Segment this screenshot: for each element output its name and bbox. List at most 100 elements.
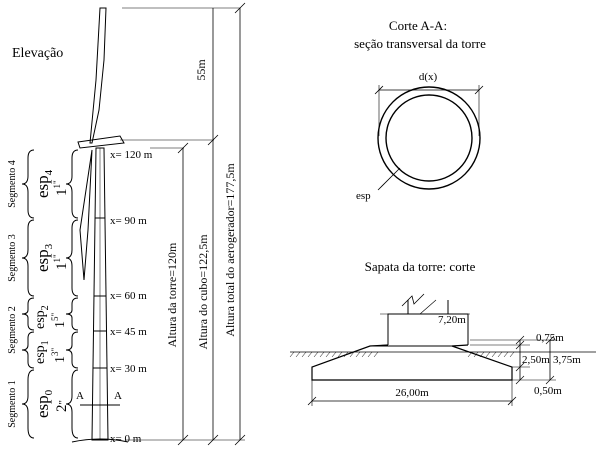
brace-seg2-left	[21, 297, 35, 331]
esp4-label: esp	[33, 175, 52, 198]
thickness4-whole: 1	[54, 189, 70, 197]
thickness2-group: 15"	[50, 313, 68, 329]
dim-vertical-ticks	[515, 335, 555, 385]
foundation-title: Sapata da torre: corte	[365, 259, 476, 274]
brace-seg4-left	[21, 149, 35, 219]
esp2-group: esp2	[33, 305, 51, 329]
turbine-blade-down	[79, 149, 93, 281]
diameter-label: d(x)	[419, 71, 438, 83]
brace-seg0-right	[65, 369, 79, 439]
esp1-label: esp	[33, 345, 48, 364]
thickness1-num: 3	[50, 351, 60, 356]
height-blade-label: 55m	[194, 59, 208, 81]
thickness3-group: 11"	[52, 254, 70, 270]
esp2-sub: 2	[40, 305, 51, 310]
segment-4-label: Segmento 4	[7, 160, 18, 208]
diameter-ticks	[374, 85, 484, 95]
footing-outline	[311, 344, 513, 381]
pos-45: x= 45 m	[110, 326, 147, 338]
base-width-ticks	[307, 396, 517, 406]
esp1-sub: 1	[40, 340, 51, 345]
bottom-height-label: 0,50m	[534, 385, 562, 397]
ground-hatch-left	[289, 351, 379, 358]
dim-ticks	[177, 2, 246, 446]
brace-seg1-left	[21, 331, 35, 369]
svg-text:15": 15"	[50, 313, 68, 329]
esp3-group: esp3	[33, 243, 55, 272]
thickness0-whole: 2	[54, 405, 70, 413]
tower-outline	[91, 147, 109, 441]
brace-seg1-right	[65, 331, 79, 369]
segment-3-label: Segmento 3	[7, 234, 18, 282]
segment-2-label: Segmento 2	[7, 306, 18, 354]
thickness2-unit: "	[50, 313, 60, 317]
section-marker-left: A	[76, 390, 84, 402]
thickness1-unit: "	[50, 348, 60, 352]
brace-seg0-left	[21, 369, 35, 439]
top-height-label: 0,75m	[536, 332, 564, 344]
esp3-sub: 3	[43, 243, 55, 249]
esp1-group: esp1	[33, 340, 51, 364]
pos-120: x= 120 m	[110, 149, 153, 161]
break-symbol	[401, 293, 425, 307]
esp0-sub: 0	[43, 389, 55, 395]
turbine-blade-up	[89, 7, 107, 144]
tower-stub	[407, 300, 449, 314]
elevation-title: Elevação	[12, 46, 63, 61]
tower-base	[71, 438, 129, 443]
svg-text:11": 11"	[52, 180, 70, 196]
brace-seg3-left	[21, 219, 35, 297]
thickness4-unit: "	[52, 180, 62, 184]
height-total-label: Altura total do aerogerador=177,5m	[223, 163, 237, 337]
thickness3-num: 1	[52, 258, 62, 263]
svg-text:esp3: esp3	[33, 243, 55, 272]
base-width-label: 26,00m	[395, 387, 429, 399]
svg-text:2": 2"	[54, 400, 70, 412]
segment-1-label: Segmento 1	[7, 380, 18, 428]
svg-text:esp2: esp2	[33, 305, 51, 329]
brace-seg4-right	[65, 149, 79, 219]
pos-30: x= 30 m	[110, 363, 147, 375]
thickness2-whole: 1	[53, 321, 68, 328]
thickness0-group: 2"	[54, 400, 70, 412]
section-title-1: Corte A-A:	[389, 18, 447, 33]
tower-inner-circle	[385, 94, 473, 182]
thickness4-num: 1	[52, 184, 62, 189]
esp-leader	[377, 167, 401, 191]
thickness1-group: 13"	[50, 348, 68, 364]
height-tower-label: Altura da torre=120m	[165, 242, 179, 347]
pedestal-leader	[419, 299, 437, 315]
pos-0: x= 0 m	[110, 433, 142, 445]
section-title-2: seção transversal da torre	[354, 36, 486, 51]
svg-text:esp0: esp0	[33, 389, 55, 418]
thickness3-whole: 1	[54, 263, 70, 271]
thickness4-group: 11"	[52, 180, 70, 196]
brace-seg2-right	[65, 297, 79, 331]
esp0-label: esp	[33, 395, 52, 418]
pos-60: x= 60 m	[110, 290, 147, 302]
pedestal-width-label: 7,20m	[438, 314, 466, 326]
tower-outer-circle	[377, 86, 481, 190]
esp-section-label: esp	[356, 190, 371, 202]
esp3-label: esp	[33, 249, 52, 272]
brace-seg3-right	[65, 219, 79, 297]
esp0-group: esp0	[33, 389, 55, 418]
svg-text:esp1: esp1	[33, 340, 51, 364]
thickness3-unit: "	[52, 254, 62, 258]
esp2-label: esp	[33, 310, 48, 329]
total-height-label: 3,75m	[553, 354, 581, 366]
svg-text:esp4: esp4	[33, 169, 55, 198]
mid-height-label: 2,50m	[522, 354, 550, 366]
thickness1-whole: 1	[53, 356, 68, 363]
thickness2-num: 5	[50, 316, 60, 321]
pos-90: x= 90 m	[110, 215, 147, 227]
thickness0-unit: "	[57, 400, 69, 405]
svg-text:11": 11"	[52, 254, 70, 270]
height-hub-label: Altura do cubo=122,5m	[196, 234, 210, 350]
section-marker-right: A	[114, 390, 122, 402]
turbine-nacelle	[77, 135, 125, 149]
esp4-group: esp4	[33, 169, 55, 198]
svg-text:13": 13"	[50, 348, 68, 364]
esp4-sub: 4	[43, 169, 55, 175]
